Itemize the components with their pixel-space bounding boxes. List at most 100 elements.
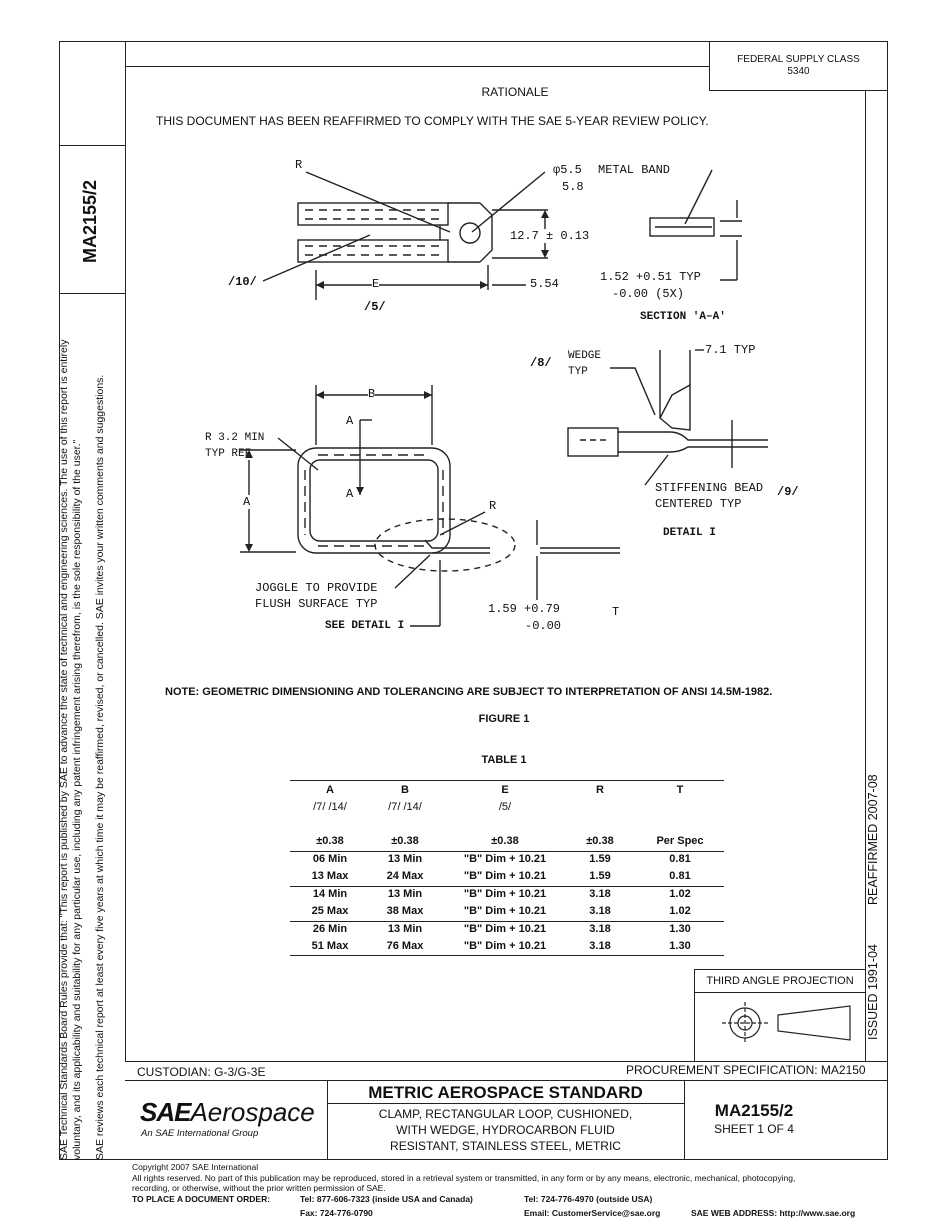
right-margin-divider <box>865 90 866 1061</box>
label-a-mid: A <box>346 487 354 501</box>
table-subheader-e: /5/ <box>498 801 512 813</box>
label-detail: DETAIL I <box>663 527 716 539</box>
table-cell: "B" Dim + 10.21 <box>463 940 547 952</box>
custodian: CUSTODIAN: G-3/G-3E <box>137 1065 266 1079</box>
label-dia2: 5.8 <box>562 180 584 194</box>
fsc-number: 5340 <box>787 66 810 77</box>
label-dim-152b: -0.00 (5X) <box>612 287 685 301</box>
label-dim-71: 7.1 TYP <box>705 343 756 357</box>
table-subheader-a: /7/ /14/ <box>313 801 347 813</box>
label-metal-band: METAL BAND <box>598 163 671 177</box>
doc-id-box-top <box>59 145 125 146</box>
table-cell: 51 Max <box>311 940 349 952</box>
footer-rights-2: recording, or otherwise, without the pri… <box>132 1183 386 1193</box>
label-r-mid: R <box>489 499 497 513</box>
reaffirmed-date: REAFFIRMED 2007-08 <box>866 774 880 905</box>
label-r-top: R <box>295 158 303 172</box>
desc-line-3: RESISTANT, STAINLESS STEEL, METRIC <box>390 1139 621 1153</box>
table-rule <box>290 955 724 956</box>
left-column-divider <box>125 41 126 1061</box>
table-cell: 13 Max <box>311 870 349 882</box>
table-cell: 3.18 <box>589 905 611 917</box>
footer-email[interactable]: Email: CustomerService@sae.org <box>524 1208 661 1218</box>
table-cell: 1.30 <box>669 923 691 935</box>
table-cell: 3.18 <box>589 940 611 952</box>
table-tol-a: ±0.38 <box>316 835 344 847</box>
label-dim-159: 1.59 +0.79 <box>488 602 561 616</box>
table-header-e: E <box>501 784 509 796</box>
sheet-number: SHEET 1 OF 4 <box>714 1122 794 1136</box>
table-cell: 0.81 <box>669 853 691 865</box>
table-rule <box>290 886 724 887</box>
table-cell: 25 Max <box>311 905 349 917</box>
projection-symbol-icon <box>722 1002 851 1044</box>
label-typ: TYP <box>568 366 588 378</box>
procurement-spec: PROCUREMENT SPECIFICATION: MA2150 <box>626 1063 866 1077</box>
footer-copyright: Copyright 2007 SAE International <box>132 1162 259 1172</box>
page-frame <box>59 41 888 1160</box>
footer-tel-2: Tel: 724-776-4970 (outside USA) <box>524 1194 653 1204</box>
fsc-box <box>709 41 888 91</box>
label-dim-127: 12.7 ± 0.13 <box>510 229 590 243</box>
title-block-vline-1 <box>327 1080 328 1160</box>
label-a-top: A <box>346 414 354 428</box>
label-wedge: WEDGE <box>568 350 602 362</box>
table-cell: 3.18 <box>589 923 611 935</box>
rationale-text: THIS DOCUMENT HAS BEEN REAFFIRMED TO COM… <box>156 114 709 128</box>
projection-label: THIRD ANGLE PROJECTION <box>706 975 854 987</box>
table-cell: 1.02 <box>669 888 691 900</box>
table-rule <box>290 851 724 852</box>
table-cell: 1.02 <box>669 905 691 917</box>
label-dia: φ5.5 <box>553 163 582 177</box>
sae-logo: SAEAerospace <box>140 1098 315 1126</box>
title-block-vline-2 <box>684 1080 685 1160</box>
table-tol-b: ±0.38 <box>391 835 419 847</box>
label-e: E <box>372 277 380 291</box>
rationale-title: RATIONALE <box>481 85 549 99</box>
label-dim-152: 1.52 +0.51 TYP <box>600 270 701 284</box>
label-see-detail: SEE DETAIL I <box>325 620 405 632</box>
label-r32: R 3.2 MIN <box>205 432 265 444</box>
table-rule <box>290 921 724 922</box>
footer-tel-1: Tel: 877-606-7323 (inside USA and Canada… <box>300 1194 473 1204</box>
figure-caption: FIGURE 1 <box>478 713 530 725</box>
table-cell: 13 Min <box>387 923 423 935</box>
figure-1-drawing <box>240 169 768 627</box>
label-b: B <box>368 387 376 401</box>
label-note5: /5/ <box>364 300 386 314</box>
table-1: A B E R T /7/ /14/ /7/ /14/ /5/ ±0.38 ±0… <box>290 784 724 964</box>
label-flush: FLUSH SURFACE TYP <box>255 597 378 611</box>
footer-web[interactable]: SAE WEB ADDRESS: http://www.sae.org <box>691 1208 856 1218</box>
sae-logo-mark: SAE <box>140 1097 191 1127</box>
table-header-b: B <box>401 784 409 796</box>
table-cell: "B" Dim + 10.21 <box>463 870 547 882</box>
label-a-side: A <box>243 495 251 509</box>
table-cell: 76 Max <box>386 940 424 952</box>
table-tol-e: ±0.38 <box>491 835 519 847</box>
sae-logo-tagline: An SAE International Group <box>141 1128 259 1139</box>
projection-box-divider <box>694 992 866 993</box>
label-dim-159b: -0.00 <box>525 619 562 633</box>
label-t: T <box>612 605 620 619</box>
label-note9: /9/ <box>777 485 799 499</box>
sae-logo-aerospace: Aerospace <box>190 1097 315 1127</box>
table-cell: 0.81 <box>669 870 691 882</box>
table-cell: 1.59 <box>589 870 611 882</box>
table-cell: 13 Min <box>387 853 423 865</box>
label-centered: CENTERED TYP <box>655 497 742 511</box>
table-cell: 38 Max <box>386 905 424 917</box>
table-cell: "B" Dim + 10.21 <box>463 888 547 900</box>
table-header-t: T <box>676 784 684 796</box>
title-block-top <box>125 1061 888 1062</box>
table-cell: 13 Min <box>387 888 423 900</box>
label-section: SECTION 'A–A' <box>640 311 726 323</box>
doc-id-box-bottom <box>59 293 125 294</box>
table-top-rule <box>290 780 724 781</box>
gdt-note: NOTE: GEOMETRIC DIMENSIONING AND TOLERAN… <box>165 686 773 698</box>
title-block-doc-number: MA2155/2 <box>714 1101 794 1120</box>
table-cell: 14 Min <box>312 888 348 900</box>
table-subheader-b: /7/ /14/ <box>388 801 422 813</box>
table-cell: 24 Max <box>386 870 424 882</box>
standard-title: METRIC AEROSPACE STANDARD <box>368 1083 643 1102</box>
title-block-divider <box>125 1080 888 1081</box>
